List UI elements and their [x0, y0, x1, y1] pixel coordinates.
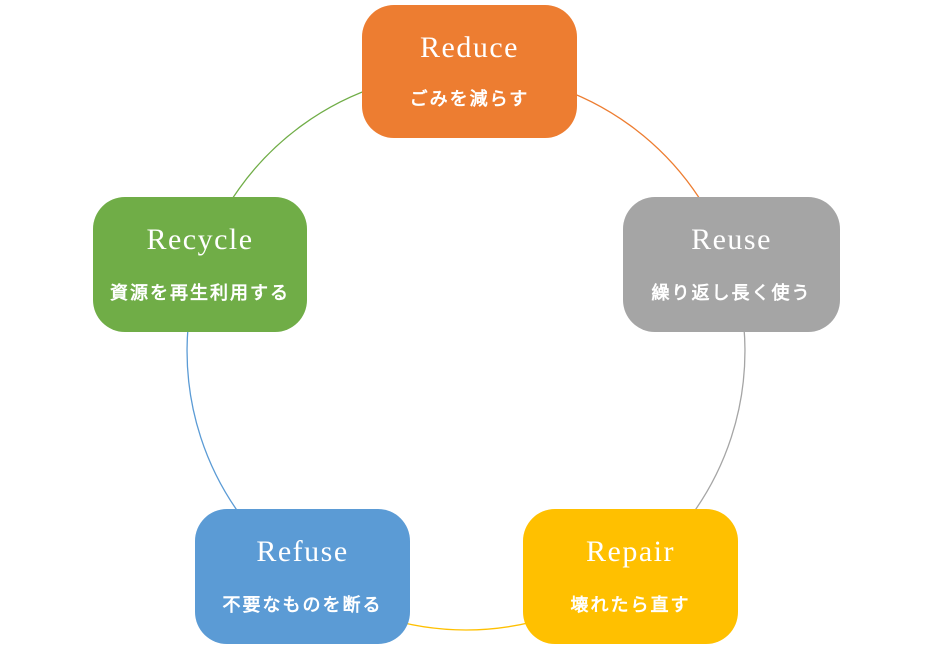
node-repair-title: Repair	[586, 535, 675, 569]
node-reduce: Reduce ごみを減らす	[362, 5, 577, 138]
node-reuse-title: Reuse	[691, 223, 772, 257]
node-repair: Repair 壊れたら直す	[523, 509, 738, 644]
node-recycle: Recycle 資源を再生利用する	[93, 197, 307, 332]
node-recycle-title: Recycle	[146, 223, 254, 257]
node-reduce-subtitle: ごみを減らす	[409, 89, 530, 110]
node-reuse-subtitle: 繰り返し長く使う	[651, 282, 812, 303]
node-reduce-title: Reduce	[420, 30, 519, 64]
node-refuse: Refuse 不要なものを断る	[195, 509, 410, 644]
node-recycle-subtitle: 資源を再生利用する	[110, 282, 290, 303]
node-refuse-title: Refuse	[256, 535, 349, 569]
node-refuse-subtitle: 不要なものを断る	[222, 594, 383, 615]
node-repair-subtitle: 壊れたら直す	[570, 594, 691, 615]
node-reuse: Reuse 繰り返し長く使う	[623, 197, 840, 332]
